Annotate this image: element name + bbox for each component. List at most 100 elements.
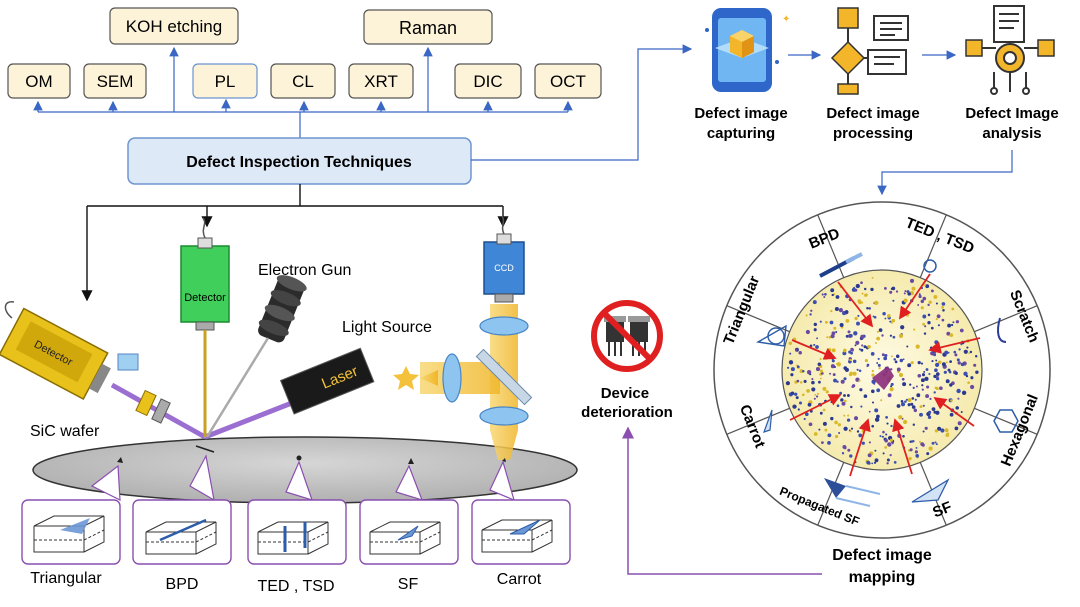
defect-dot: [906, 290, 910, 294]
defect-dot: [863, 394, 868, 398]
defect-dot: [866, 460, 871, 465]
defect-dot: [850, 351, 853, 355]
defect-dot: [843, 394, 846, 397]
defect-dot: [916, 393, 921, 398]
defect-dot: [813, 322, 817, 327]
defect-dot: [846, 418, 851, 422]
device-deterioration-label: Device deterioration: [581, 385, 673, 421]
defect-dot: [860, 281, 863, 285]
defect-dot: [900, 399, 904, 403]
defect-dot: [876, 330, 879, 333]
wheel-spoke: [817, 462, 845, 526]
defect-dot: [940, 428, 945, 433]
mapping-arrow: [622, 426, 822, 575]
defect-dot: [900, 325, 905, 330]
defect-dot: [949, 383, 953, 387]
defect-dot: [874, 408, 879, 413]
defect-dot: [926, 452, 930, 456]
defect-dot: [817, 392, 819, 395]
defect-dot: [811, 387, 816, 392]
defect-dot: [871, 462, 874, 465]
defect-dot: [892, 299, 895, 302]
defect-dot: [968, 352, 970, 354]
defect-dot: [809, 344, 813, 348]
defect-dot: [815, 345, 819, 349]
wheel-spoke: [974, 305, 1038, 333]
defect-dot: [874, 458, 879, 463]
defect-dot: [975, 370, 979, 374]
defect-dot: [790, 367, 795, 372]
defect-dot: [861, 344, 864, 347]
defect-dot: [933, 391, 936, 394]
defect-dot: [877, 357, 880, 360]
sem-box: [83, 63, 147, 99]
defect-dot: [787, 366, 790, 369]
defect-dot: [851, 349, 854, 352]
defect-dot: [905, 398, 908, 401]
defect-dot: [880, 399, 883, 402]
defect-dot: [924, 284, 927, 286]
defect-dot: [851, 287, 856, 292]
defect-dot: [810, 309, 813, 312]
defect-dot: [852, 359, 857, 364]
defect-dot: [829, 320, 834, 325]
defect-dot: [928, 446, 933, 451]
defect-dot: [907, 403, 911, 407]
defect-dot: [974, 355, 978, 358]
defect-dot: [819, 357, 822, 361]
defect-dot: [892, 335, 896, 339]
defect-dot: [917, 373, 922, 378]
defect-dot: [814, 393, 817, 396]
center-detector: Detector: [180, 217, 230, 437]
defect-dot: [965, 374, 969, 378]
defect-dot: [858, 369, 862, 373]
defect-dot: [963, 349, 968, 354]
defect-dot: [895, 290, 899, 293]
defect-dot: [807, 402, 812, 407]
defect-dot: [956, 388, 961, 394]
device-deterioration-icon: [591, 300, 663, 372]
defect-dot: [928, 410, 932, 414]
technique-boxes: KOH etching Raman OM SEM PL CL XRT DIC O…: [7, 7, 602, 138]
defect-dot: [933, 294, 938, 299]
electron-gun: [258, 275, 307, 343]
defect-dot: [841, 401, 846, 406]
defect-dot: [889, 320, 892, 323]
defect-dot: [955, 320, 960, 324]
defect-dot: [889, 368, 893, 371]
defect-dot: [813, 397, 816, 400]
inset-label-bpd: BPD: [166, 576, 199, 593]
defect-dot: [928, 372, 931, 376]
defect-dot: [966, 346, 969, 349]
defect-dot: [811, 380, 815, 385]
defect-dot: [831, 348, 836, 353]
image-capture-icon: ✦: [705, 8, 790, 92]
defect-dot: [855, 283, 860, 289]
defect-dot: [927, 313, 931, 317]
defect-dot: [799, 381, 803, 384]
defect-dot: [931, 360, 934, 363]
defect-dot: [870, 287, 874, 292]
defect-dot: [841, 452, 845, 455]
defect-dot: [936, 375, 939, 378]
defect-dot: [830, 364, 835, 369]
defect-dot: [866, 307, 869, 310]
defect-dot: [917, 360, 921, 365]
defect-dot: [860, 424, 866, 429]
defect-dot: [871, 276, 874, 279]
defect-dot: [947, 351, 950, 354]
light-source-label: Light Source: [342, 319, 432, 336]
defect-dot: [907, 363, 912, 368]
defect-dot: [887, 442, 892, 447]
defect-dot: [887, 393, 892, 398]
defect-dot: [813, 343, 816, 346]
defect-dot: [811, 378, 814, 381]
koh-etching-label: KOH etching: [126, 17, 222, 36]
defect-dot: [961, 390, 967, 395]
defect-dot: [848, 333, 853, 338]
defect-dot: [796, 365, 800, 368]
to-wheel-arrow: [877, 150, 1013, 196]
wheel-label-sf: SF: [930, 498, 954, 521]
defect-dot: [934, 362, 940, 368]
